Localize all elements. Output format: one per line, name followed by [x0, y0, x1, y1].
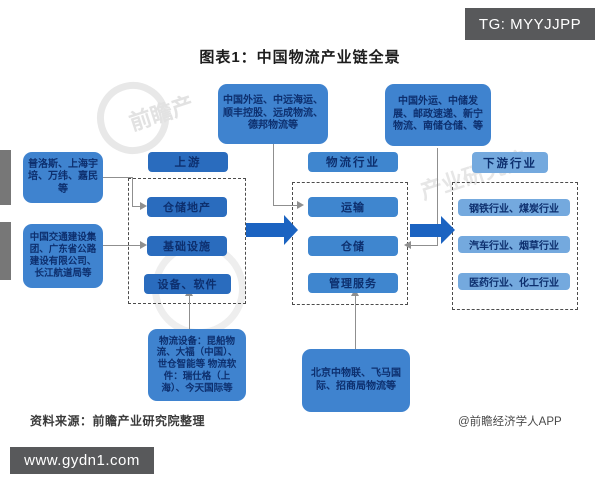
logistics-item-transport: 运输	[308, 197, 398, 217]
top-supplier-box-storage: 中国外运、中储发展、邮政速递、新宁物流、南储仓储、等	[385, 84, 491, 146]
left-edge-strip	[0, 150, 11, 205]
flow-arrow-head-icon	[441, 216, 455, 244]
figure-title: 图表1：中国物流产业链全景	[199, 49, 401, 66]
connector-line	[273, 144, 274, 206]
connector-line	[132, 206, 141, 207]
connector-line	[132, 177, 133, 207]
arrowhead-right-icon	[140, 241, 147, 249]
flow-arrow-logistics-to-downstream	[410, 224, 441, 237]
upstream-item-equipment-software: 设备、软件	[144, 274, 231, 294]
downstream-item-steel-coal: 钢铁行业、煤炭行业	[458, 199, 570, 216]
downstream-group-outline	[452, 182, 578, 310]
source-note: 资料来源：前瞻产业研究院整理	[30, 414, 206, 428]
downstream-item-auto-tobacco: 汽车行业、烟草行业	[458, 236, 570, 253]
logistics-item-management-service: 管理服务	[308, 273, 398, 293]
connector-line	[411, 245, 438, 246]
top-supplier-box-transport: 中国外运、中远海运、顺丰控股、远成物流、德邦物流等	[218, 84, 328, 144]
upstream-header: 上游	[148, 152, 228, 172]
flow-arrow-upstream-to-logistics	[246, 223, 284, 237]
connector-line	[189, 296, 190, 330]
bottom-note-box-equipment-software: 物流设备：昆船物流、大福（中国）、世仓智能等 物流软件：瑞仕格（上海）、今天国际…	[148, 329, 246, 401]
downstream-item-pharma-chemical: 医药行业、化工行业	[458, 273, 570, 290]
flow-arrow-head-icon	[284, 215, 298, 245]
bottom-note-box-management: 北京中物联、飞马国际、招商局物流等	[302, 349, 410, 412]
upstream-item-warehouse-estate: 仓储地产	[147, 197, 227, 217]
tg-badge: TG: MYYJJPP	[465, 8, 595, 40]
logistics-item-warehousing: 仓储	[308, 236, 398, 256]
left-supplier-box-warehouse-estate: 普洛斯、上海宇培、万纬、嘉民等	[23, 152, 103, 203]
url-badge: www.gydn1.com	[10, 447, 154, 474]
connector-line	[437, 148, 438, 246]
connector-line	[273, 205, 298, 206]
credit-note: @前瞻经济学人APP	[458, 416, 562, 428]
arrowhead-right-icon	[297, 201, 304, 209]
downstream-header: 下游行业	[472, 152, 548, 173]
connector-line	[102, 177, 133, 178]
connector-line	[355, 296, 356, 350]
connector-line	[102, 245, 140, 246]
arrowhead-right-icon	[140, 202, 147, 210]
left-supplier-box-infrastructure: 中国交通建设集团、广东省公路建设有限公司、长江航道局等	[23, 224, 103, 288]
arrowhead-left-icon	[404, 241, 411, 249]
left-edge-strip	[0, 222, 11, 280]
logistics-header: 物流行业	[308, 152, 398, 172]
upstream-group-outline	[128, 178, 246, 304]
upstream-item-infrastructure: 基础设施	[147, 236, 227, 256]
